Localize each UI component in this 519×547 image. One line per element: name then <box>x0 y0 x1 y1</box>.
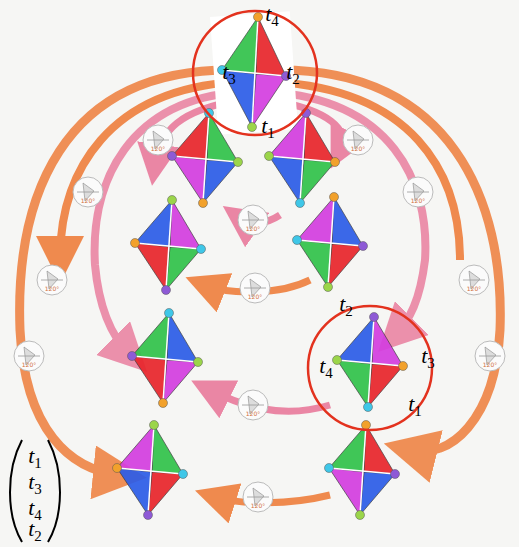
rotation-icon <box>459 265 489 295</box>
angle-label: 120° <box>151 146 165 152</box>
tetrahedron <box>218 13 291 132</box>
tetrahedron <box>265 109 340 208</box>
rotation-icon <box>73 177 103 207</box>
tetrahedron <box>168 109 243 208</box>
angle-label: 120° <box>411 198 425 204</box>
vertex-label: t1 <box>261 115 275 141</box>
angle-label: 120° <box>22 362 36 368</box>
angle-label: 120° <box>246 411 260 417</box>
tetrahedron <box>333 313 408 412</box>
angle-label: 120° <box>251 503 265 509</box>
rotation-icon <box>14 341 44 371</box>
angle-label: 120° <box>45 286 59 292</box>
vertex-label: t3 <box>28 471 42 497</box>
tetrahedron <box>113 421 188 520</box>
tetrahedron <box>325 421 400 520</box>
vertex-label: t2 <box>286 61 300 87</box>
angle-label: 120° <box>467 286 481 292</box>
rotation-icon <box>475 341 505 371</box>
tetrahedron <box>128 309 203 408</box>
vertex-label: t2 <box>339 293 353 319</box>
angle-label: 120° <box>351 146 365 152</box>
rotation-icon <box>143 125 173 155</box>
vertex-label: t4 <box>319 355 333 381</box>
vertex-label: t1 <box>28 445 42 471</box>
rotation-icon <box>37 265 67 295</box>
vertex-label: t2 <box>28 518 42 544</box>
vertex-label: t1 <box>408 393 422 419</box>
vertex-label: t4 <box>265 3 279 29</box>
angle-label: 120° <box>483 362 497 368</box>
rotation-icon <box>343 125 373 155</box>
rotation-icon <box>240 273 270 303</box>
rotation-icon <box>238 390 268 420</box>
angle-label: 120° <box>248 294 262 300</box>
tetrahedron <box>293 193 368 292</box>
vertex-label: t3 <box>222 61 236 87</box>
angle-label: 120° <box>81 198 95 204</box>
rotation-icon <box>403 177 433 207</box>
tetrahedron <box>131 196 206 295</box>
rotation-icon <box>238 205 268 235</box>
rotation-icon <box>243 482 273 512</box>
angle-label: 120° <box>246 226 260 232</box>
vertex-label: t3 <box>421 345 435 371</box>
